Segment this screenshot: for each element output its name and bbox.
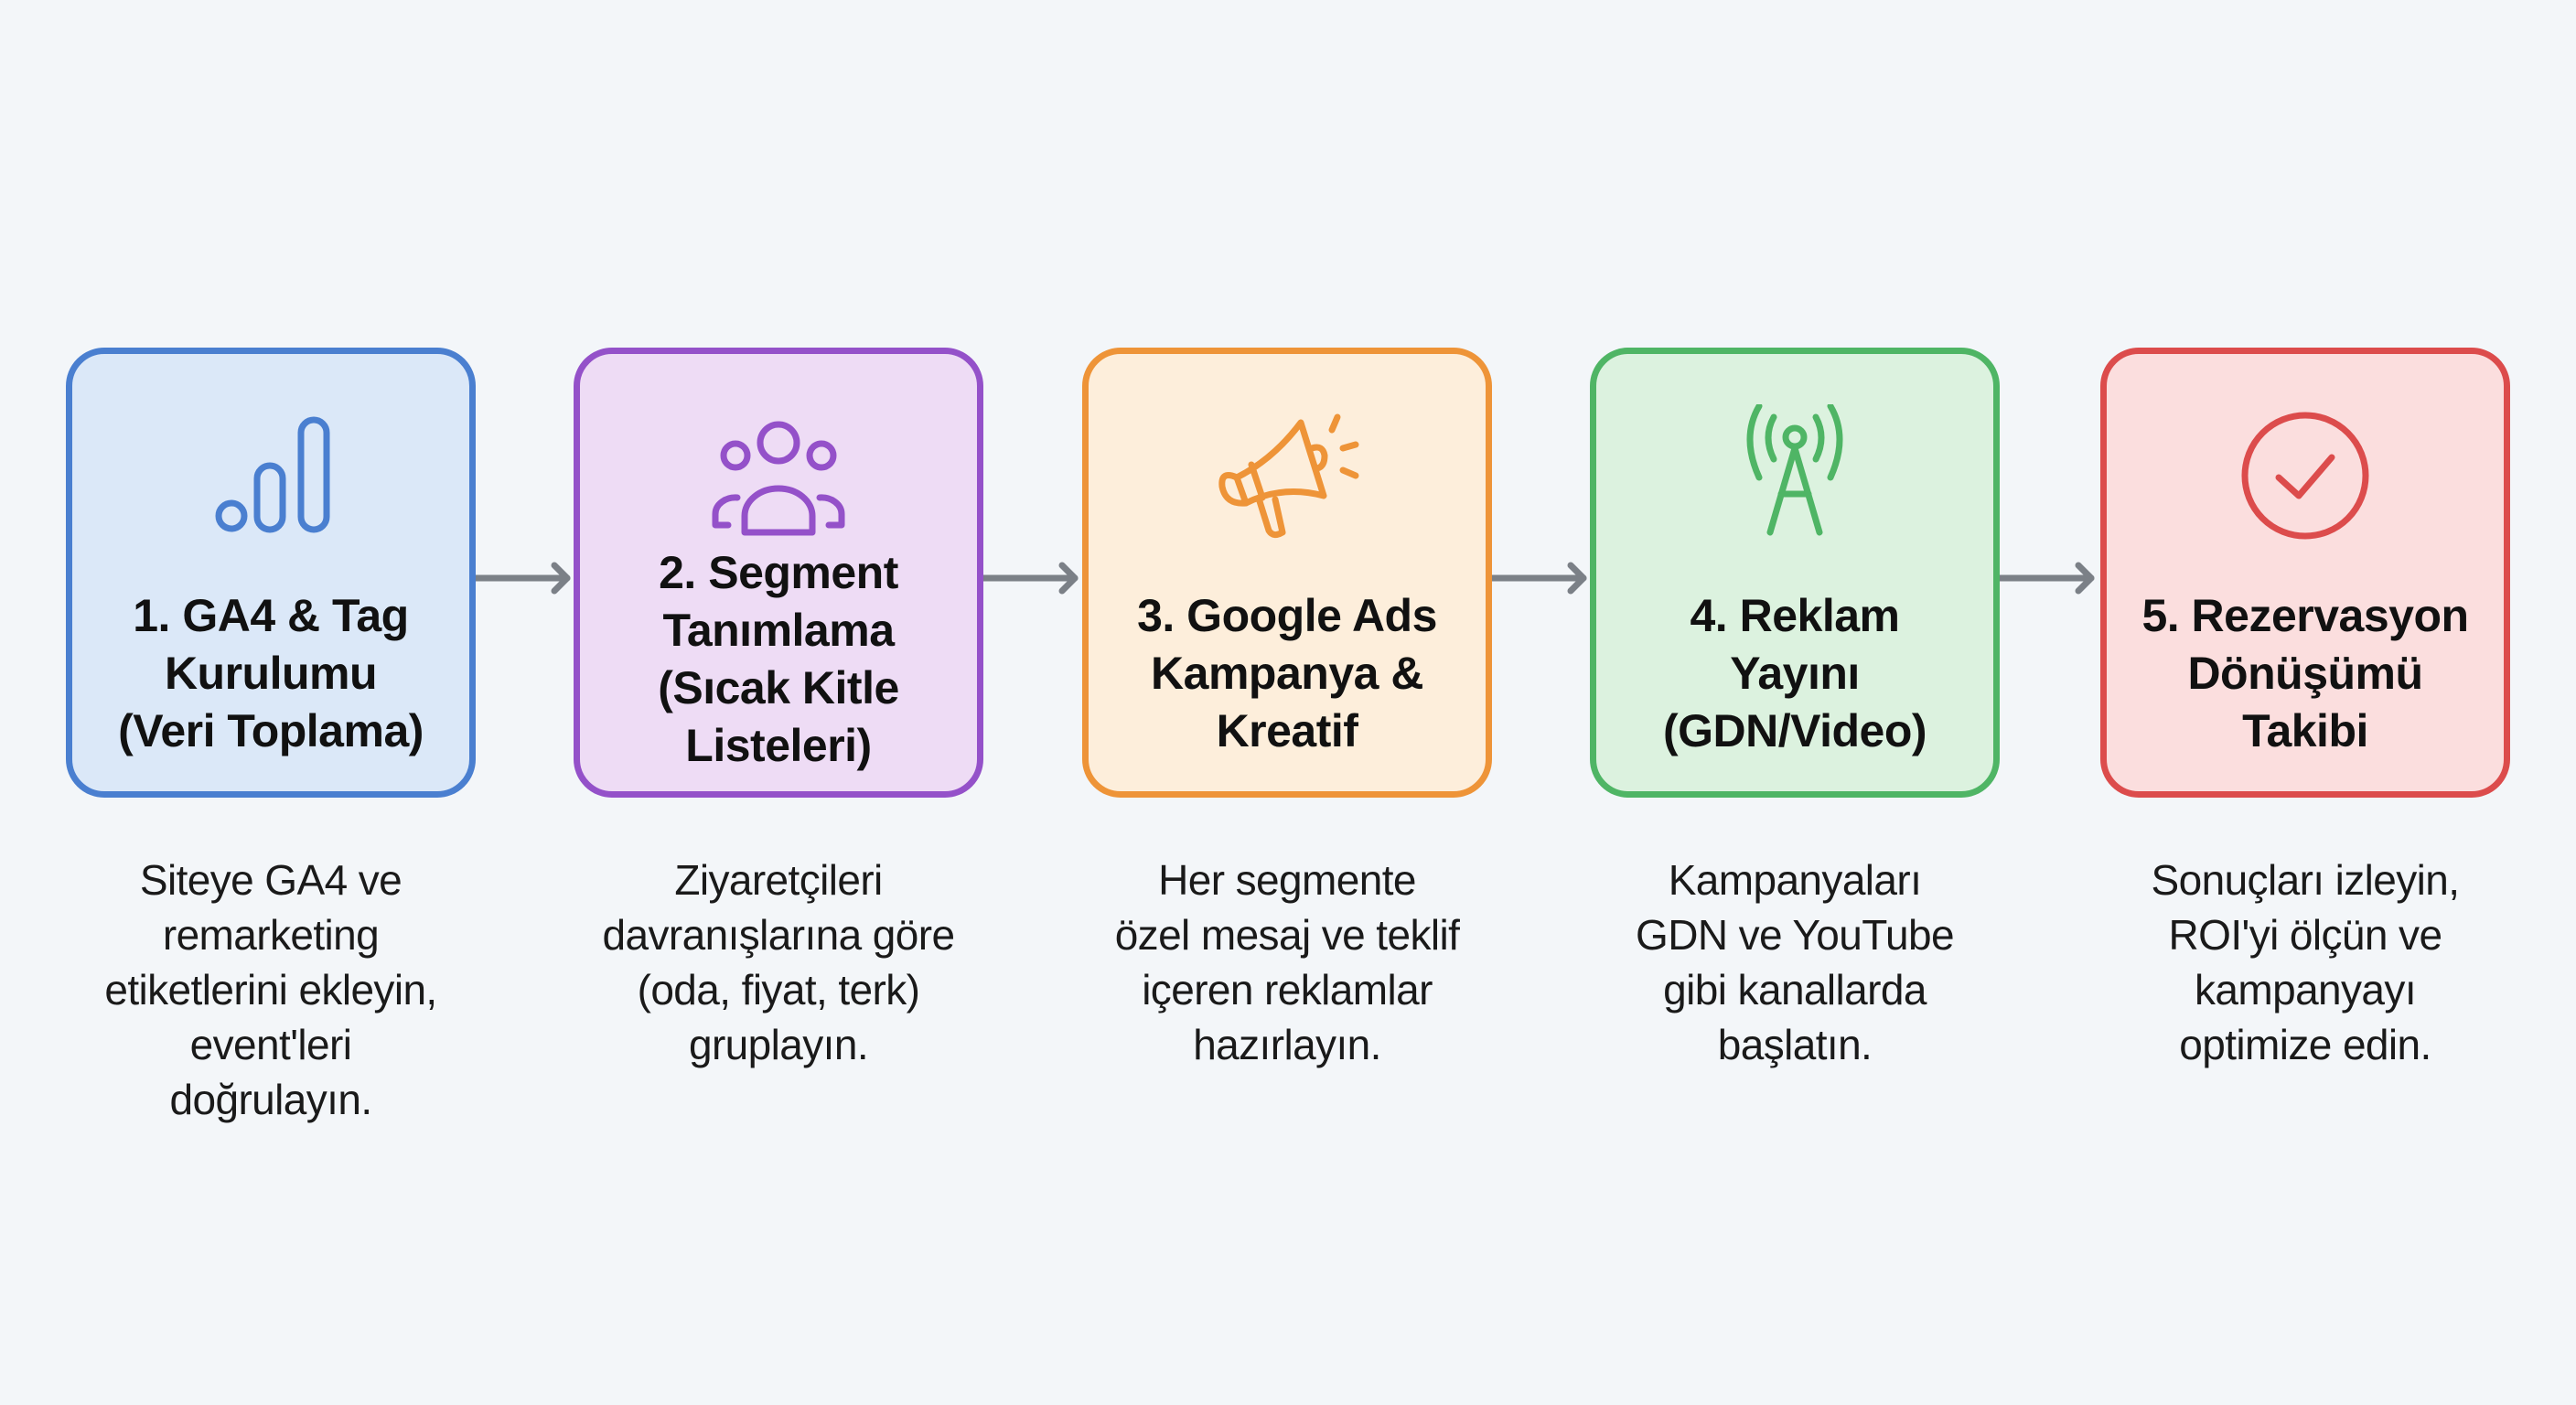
users-group-icon (701, 404, 856, 542)
step-1-title: 1. GA4 & Tag Kurulumu (Veri Toplama) (118, 589, 424, 756)
step-4-title: 4. Reklam Yayını (GDN/Video) (1662, 589, 1927, 756)
arrow-right-icon (476, 560, 574, 596)
step-3-card: 3. Google Ads Kampanya & Kreatif (1082, 348, 1492, 798)
analytics-bars-icon (202, 404, 339, 542)
step-1-description: Siteye GA4 ve remarketing etiketlerini e… (104, 856, 437, 1123)
step-4: 4. Reklam Yayını (GDN/Video) Kampanyalar… (1590, 348, 2000, 1072)
step-2-card: 2. Segment Tanımlama (Sıcak Kitle Listel… (574, 348, 983, 798)
arrow-right-icon (2000, 560, 2098, 596)
step-2: 2. Segment Tanımlama (Sıcak Kitle Listel… (574, 348, 983, 1072)
step-4-card: 4. Reklam Yayını (GDN/Video) (1590, 348, 2000, 798)
step-3-title: 3. Google Ads Kampanya & Kreatif (1137, 589, 1437, 756)
step-5-description: Sonuçları izleyin, ROI'yi ölçün ve kampa… (2151, 856, 2461, 1068)
check-circle-icon (2237, 404, 2374, 542)
arrow-right-icon (1492, 560, 1590, 596)
step-4-description: Kampanyaları GDN ve YouTube gibi kanalla… (1636, 856, 1955, 1068)
step-2-title: 2. Segment Tanımlama (Sıcak Kitle Listel… (658, 547, 899, 771)
step-5-card: 5. Rezervasyon Dönüşümü Takibi (2100, 348, 2510, 798)
megaphone-icon (1209, 404, 1365, 542)
process-flow: 1. GA4 & Tag Kurulumu (Veri Toplama) Sit… (66, 348, 2510, 1171)
step-5: 5. Rezervasyon Dönüşümü Takibi Sonuçları… (2100, 348, 2510, 1072)
step-3: 3. Google Ads Kampanya & Kreatif Her seg… (1082, 348, 1492, 1072)
arrow-right-icon (983, 560, 1081, 596)
broadcast-tower-icon (1726, 404, 1863, 542)
step-5-title: 5. Rezervasyon Dönüşümü Takibi (2141, 589, 2469, 756)
step-2-description: Ziyaretçileri davranışlarına göre (oda, … (602, 856, 956, 1068)
step-1: 1. GA4 & Tag Kurulumu (Veri Toplama) Sit… (66, 348, 476, 1127)
step-3-description: Her segmente özel mesaj ve teklif içeren… (1114, 856, 1460, 1068)
step-1-card: 1. GA4 & Tag Kurulumu (Veri Toplama) (66, 348, 476, 798)
